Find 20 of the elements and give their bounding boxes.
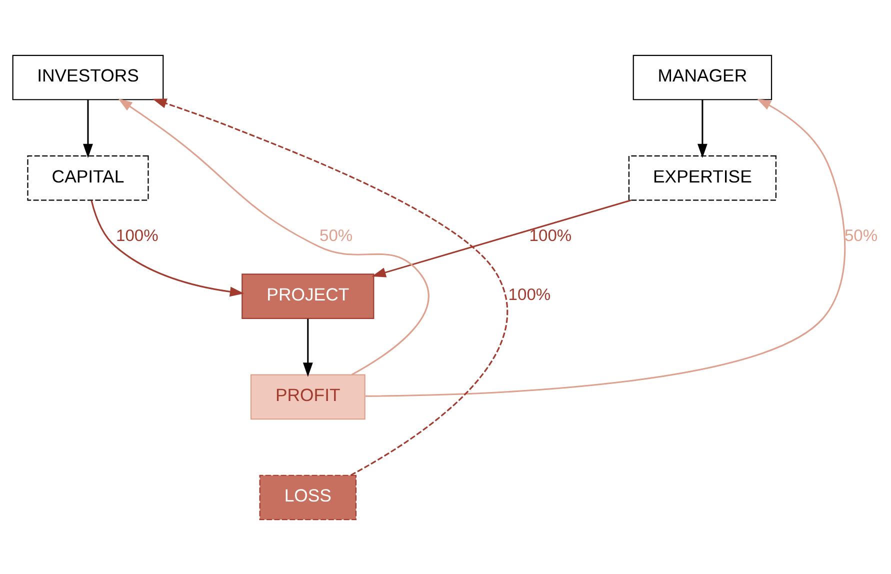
arrow — [90, 200, 244, 296]
node-box: INVESTORS — [12, 54, 164, 100]
node-box: PROFIT — [250, 374, 366, 420]
node-box: LOSS — [259, 474, 357, 520]
edge-label: 100% — [529, 226, 572, 245]
arrow — [372, 198, 632, 277]
arrow — [118, 98, 430, 375]
arrow — [365, 98, 846, 396]
edge-label: 50% — [844, 226, 878, 245]
node-box: EXPERTISE — [628, 154, 776, 200]
arrow — [83, 99, 93, 158]
edge-label: 100% — [508, 284, 551, 304]
node-box: PROJECT — [242, 273, 374, 318]
arrow — [697, 99, 708, 158]
edge-label: 50% — [320, 226, 353, 245]
arrow — [302, 318, 313, 376]
node-box: MANAGER — [632, 54, 772, 100]
edge-label: 100% — [116, 226, 158, 245]
arrow — [152, 98, 508, 476]
node-box: CAPITAL — [27, 154, 149, 200]
